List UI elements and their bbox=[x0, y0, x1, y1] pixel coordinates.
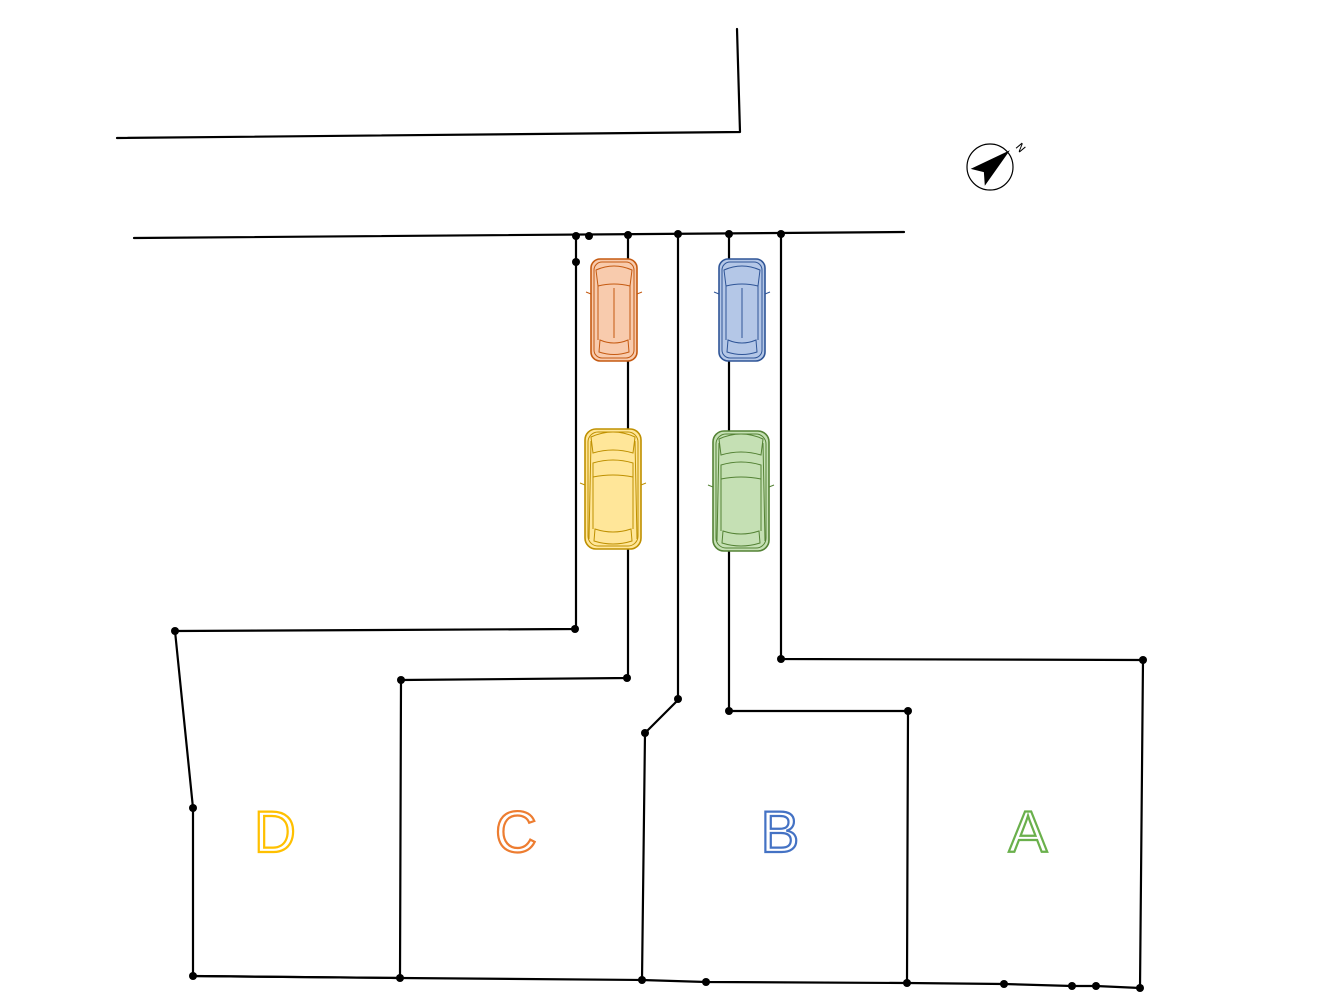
parking-car-a bbox=[707, 430, 775, 552]
parking-car-b bbox=[713, 258, 771, 362]
road-boundary-north bbox=[115, 27, 742, 140]
lot-label-a: A bbox=[1009, 800, 1048, 865]
lot-label-c: C bbox=[495, 800, 537, 865]
car-b-body bbox=[713, 258, 771, 362]
survey-points bbox=[171, 230, 1147, 992]
north-letter: N bbox=[1013, 141, 1028, 156]
parking-car-d bbox=[579, 428, 647, 550]
lot-label-d: D bbox=[254, 800, 296, 865]
lot-boundaries bbox=[173, 232, 1145, 990]
car-c-body bbox=[585, 258, 643, 362]
car-a-body bbox=[707, 430, 775, 552]
north-arrow-icon: N bbox=[966, 141, 1028, 191]
parking-car-c bbox=[585, 258, 643, 362]
road-edge bbox=[132, 230, 906, 240]
lot-label-b: B bbox=[761, 800, 800, 865]
car-d-body bbox=[579, 428, 647, 550]
